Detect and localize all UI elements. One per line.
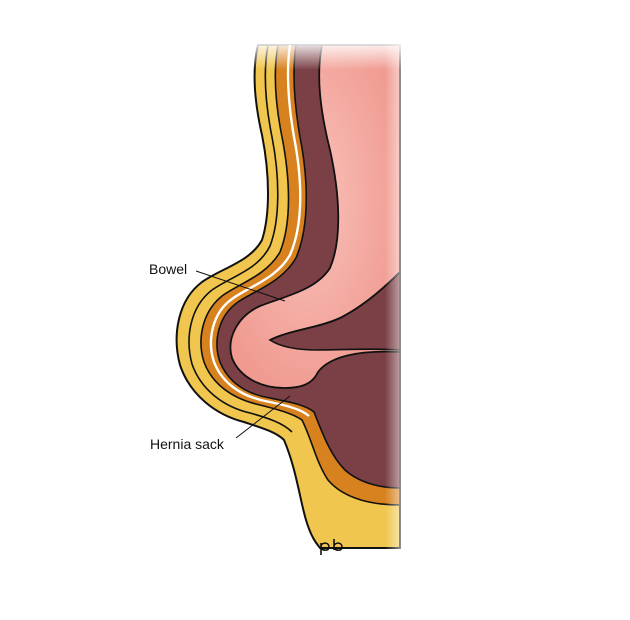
top-fade [240,40,410,70]
artist-signature [320,539,343,555]
peritoneal-lining [209,44,310,417]
bowel-label: Bowel [149,261,188,277]
right-mask [402,40,630,560]
hernia-sack-label: Hernia sack [150,436,224,452]
bowel [229,44,401,389]
bowel-leader-line [195,270,286,302]
top-mask [240,0,410,42]
bowel-upper-edge [269,271,401,341]
fat-inner-line [188,44,293,433]
hernia-sack-leader-line [235,395,291,439]
